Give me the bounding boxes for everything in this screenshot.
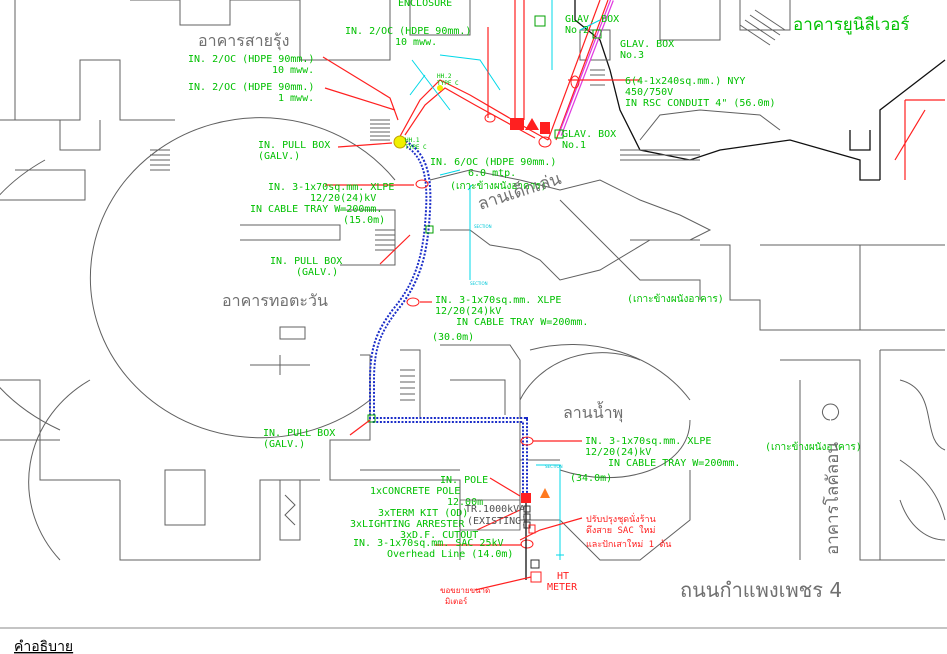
road-name: ถนนกำแพงเพชร 4 [680,578,842,602]
wall-note-1: (เกาะข้างผนังอาคาร) [450,180,547,192]
pull-box-3-label: IN. PULL BOX [263,428,335,439]
cutout-label: 3xD.F. CUTOUT [400,530,478,541]
glav-box-3-label: GLAV. BOX [620,39,674,50]
conduit-label-left-b: 10 mww. [272,65,314,76]
section-label: SECTION [545,464,563,469]
transformer-status: (EXISTING) [467,516,527,527]
xlpe-3-label-b: 12/20(24)kV [585,447,651,458]
concrete-pole-label: 1xCONCRETE POLE [370,486,460,497]
building-name-sairung: อาคารสายรุ้ง [198,31,289,51]
arrester-label: 3xLIGHTING ARRESTER [350,519,465,530]
wall-note-3: (เกาะข้างผนังอาคาร) [765,441,862,453]
ht-meter-label-b: METER [547,582,578,593]
pull-box-1-galv: (GALV.) [258,151,300,162]
concrete-pole-height: 12.00m [447,497,483,508]
leader-lines [322,27,640,591]
building-name-unilever: อาคารยูนิลีเวอร์ [793,15,910,35]
conduit-routes [397,0,614,583]
section-label: SECTION [470,281,488,286]
xlpe-2-label-d: (30.0m) [432,332,474,343]
note-line-b: ดึงสาย SAC ใหม่ [586,525,655,536]
xlpe-1-label-c: IN CABLE TRAY W=200mm. [250,204,382,215]
conduit-label-1-a: IN. 2/OC (HDPE 90mm.) [188,82,314,93]
area-name-fountain: ลานน้ำพุ [563,401,623,423]
legend-title: คำอธิบาย [14,639,73,654]
xlpe-2-label-a: IN. 3-1x70sq.mm. XLPE [435,295,561,306]
conduit-label-1-b: 1 mww. [278,93,314,104]
in-pole-label: IN. POLE [440,475,488,486]
xlpe-2-label-c: IN CABLE TRAY W=200mm. [456,317,588,328]
xlpe-2-label-b: 12/20(24)kV [435,306,501,317]
building-name-locate: อาคารโลคัลอน [822,442,843,555]
xlpe-3-label-c: IN CABLE TRAY W=200mm. [608,458,740,469]
ht-meter-label-a: HT [557,571,569,582]
xlpe-1-label-d: (15.0m) [343,215,385,226]
meter-note-b: มิเตอร์ [445,596,468,606]
cable-tray-route [369,137,528,500]
term-kit-label: 3xTERM KIT (OD) [378,508,468,519]
hh1-label: HH.1 [405,137,420,144]
xlpe-3-label-a: IN. 3-1x70sq.mm. XLPE [585,436,711,447]
nyy-label-b: 450/750V [625,87,673,98]
glav-box-1-number: No.1 [562,140,586,151]
hh1-type: TYPE C [405,144,427,151]
glav-box-2-number: No.2 [565,25,589,36]
hh2-type: TYPE C [437,80,459,87]
pull-box-1-label: IN. PULL BOX [258,140,330,151]
conduit-label-10-b: 10 mww. [395,37,437,48]
glav-box-3-number: No.3 [620,50,644,61]
pull-boxes [367,15,602,423]
xlpe-1-label-b: 12/20(24)kV [310,193,376,204]
transformer-label: TR.1000kVA [465,504,525,515]
xlpe-3-label-d: (34.0m) [570,473,612,484]
conduit-6oc-label-b: 6.0 mtp. [468,168,516,179]
sac-label-a: IN. 3-1x70sq.mm. SAC 25kV [353,538,504,549]
meter-note-a: ขอขยายขนาด [440,586,490,595]
sac-label-b: Overhead Line (14.0m) [387,549,513,560]
section-marks: SECTION SECTION SECTION [409,0,601,560]
xlpe-1-label-a: IN. 3-1x70sq.mm. XLPE [268,182,394,193]
hh2-label: HH.2 [437,73,452,80]
enclosure-label: ENCLOSURE [398,0,452,9]
pull-box-2-galv: (GALV.) [296,267,338,278]
wall-note-2: (เกาะข้างผนังอาคาร) [627,293,724,305]
pull-box-2-label: IN. PULL BOX [270,256,342,267]
section-label: SECTION [474,224,492,229]
nyy-label-a: 6(4-1x240sq.mm.) NYY [625,76,745,87]
conduit-6oc-label-a: IN. 6/OC (HDPE 90mm.) [430,157,556,168]
conduit-label-10-a: IN. 2/OC (HDPE 90mm.) [345,26,471,37]
nyy-label-c: IN RSC CONDUIT 4" (56.0m) [625,98,776,109]
note-line-c: และปักเสาใหม่ 1 ต้น [586,539,671,550]
building-name-sunflower: อาคารทอตะวัน [222,291,328,310]
note-line-a: ปรับปรุงชุดนั่งร้าน [586,512,656,525]
pull-box-3-galv: (GALV.) [263,439,305,450]
glav-box-2-label: GLAV. BOX [565,14,619,25]
glav-box-1-label: GLAV. BOX [562,129,616,140]
conduit-label-left-a: IN. 2/OC (HDPE 90mm.) [188,54,314,65]
